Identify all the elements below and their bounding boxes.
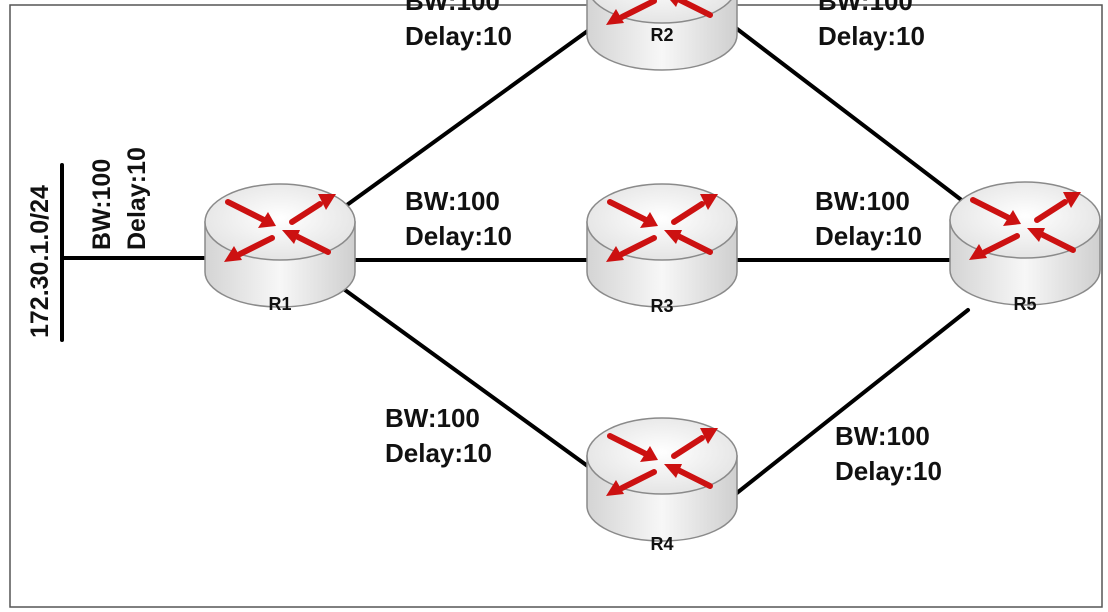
- diagram-frame: [9, 4, 1103, 608]
- link-r1-r3-bw-label: BW:100: [405, 186, 500, 216]
- router-label-r1: R1: [268, 294, 291, 314]
- link-r1-r2: [338, 20, 602, 212]
- link-r4-r5-bw-label: BW:100: [835, 421, 930, 451]
- subnet-link-bw-label: BW:100: [88, 159, 116, 250]
- router-label-r2: R2: [650, 25, 673, 45]
- link-r1-r4-bw-label: BW:100: [385, 403, 480, 433]
- router-r1: R1: [205, 184, 355, 314]
- subnet-link-delay-label: Delay:10: [123, 147, 151, 250]
- link-r1-r2-delay-label: Delay:10: [405, 21, 512, 51]
- router-r4: R4: [587, 418, 737, 554]
- link-r3-r5-delay-label: Delay:10: [815, 221, 922, 251]
- subnet-label: 172.30.1.0/24: [26, 185, 54, 338]
- link-r1-r4: [343, 288, 602, 477]
- router-icon: [587, 418, 737, 541]
- router-r3: R3: [587, 184, 737, 316]
- link-r2-r5-delay-label: Delay:10: [818, 21, 925, 51]
- link-r3-r5-bw-label: BW:100: [815, 186, 910, 216]
- link-r1-r3-delay-label: Delay:10: [405, 221, 512, 251]
- router-icon: [950, 182, 1100, 305]
- link-r1-r4-delay-label: Delay:10: [385, 438, 492, 468]
- router-label-r4: R4: [650, 534, 673, 554]
- router-icon: [587, 184, 737, 307]
- link-r2-r5: [726, 20, 970, 207]
- router-r2: R2: [587, 0, 737, 70]
- router-label-r3: R3: [650, 296, 673, 316]
- link-r4-r5: [726, 308, 970, 502]
- link-r4-r5-delay-label: Delay:10: [835, 456, 942, 486]
- router-r5: R5: [950, 182, 1100, 314]
- link-r1-r2-bw-label: BW:100: [405, 0, 500, 16]
- router-icon: [205, 184, 355, 307]
- router-label-r5: R5: [1013, 294, 1036, 314]
- link-r2-r5-bw-label: BW:100: [818, 0, 913, 16]
